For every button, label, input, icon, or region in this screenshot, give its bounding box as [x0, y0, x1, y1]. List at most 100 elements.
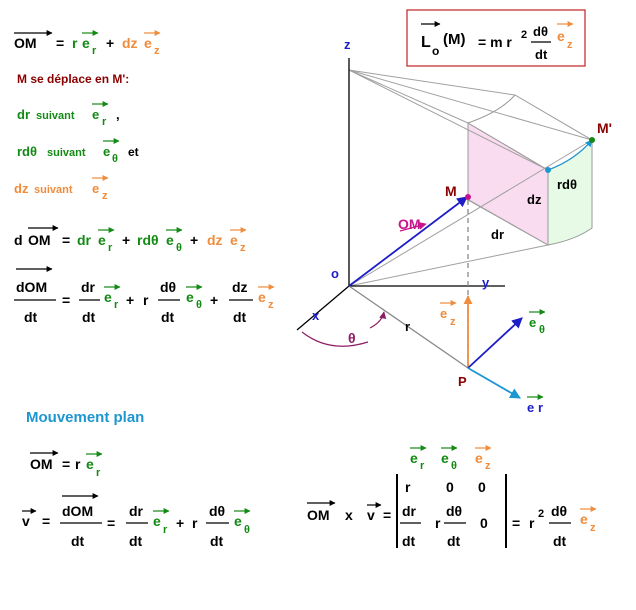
m-label: M — [445, 183, 457, 199]
unit-vector-ez-p: e — [440, 306, 447, 321]
m22-r: r — [435, 515, 441, 531]
rdtheta-coef: rdθ — [137, 232, 159, 248]
point-m — [465, 194, 471, 200]
exponent-2: 2 — [538, 508, 544, 520]
line-op — [348, 285, 469, 369]
line-dz-ez: dz suivant e z — [14, 175, 109, 202]
sub-z: z — [450, 316, 456, 328]
unit-vector-er: e — [153, 513, 161, 529]
sub-r: r — [538, 400, 543, 415]
v-label: v — [22, 513, 30, 529]
eq-dom: d OM = dr e r + rdθ e θ + dz e z — [14, 225, 247, 254]
r-label: r — [405, 319, 410, 334]
sub-theta: θ — [176, 242, 182, 254]
om-label: OM — [30, 456, 53, 472]
dt-denominator: dt — [210, 533, 224, 549]
dt-denominator: dt — [71, 533, 85, 549]
om-arrow-tick — [399, 222, 427, 232]
unit-vector-er: e — [92, 107, 99, 122]
section-title: Mouvement plan — [26, 409, 144, 426]
moves-line: M se déplace en M': — [17, 72, 129, 86]
r-coef: r — [75, 456, 81, 472]
vector-er — [467, 367, 521, 399]
unit-vector-er: e — [82, 35, 90, 51]
dz-coef: dz — [122, 35, 138, 51]
unit-vector-er: e — [86, 456, 94, 472]
unit-vector-etheta: e — [166, 232, 174, 248]
vector-etheta — [467, 317, 523, 369]
sub-theta: θ — [112, 153, 118, 165]
unit-vector-etheta: e — [234, 513, 242, 529]
equals: = — [42, 513, 50, 529]
eq-dom-dt: dOM dt = dr dt e r + r dθ dt e θ + dz dt… — [14, 266, 275, 325]
equals: = — [56, 35, 64, 51]
m21-den: dt — [402, 533, 416, 549]
unit-vector-ez: e — [258, 289, 266, 305]
dtheta-numerator: dθ — [160, 279, 176, 295]
r-coef: r — [143, 292, 149, 308]
dz-coef: dz — [207, 232, 223, 248]
dt-denominator: dt — [553, 533, 567, 549]
sub-theta: θ — [244, 524, 250, 536]
eq-om-plane: OM = r e r — [30, 450, 103, 479]
v-label: v — [367, 507, 375, 523]
sub-z: z — [590, 522, 596, 534]
dr-label: dr — [17, 107, 30, 122]
sub-z: z — [240, 242, 246, 254]
guide-lines — [348, 69, 593, 287]
plus: + — [190, 232, 198, 248]
om-label: OM — [398, 216, 421, 232]
sub-r: r — [163, 524, 168, 536]
axis-z-label: z — [344, 37, 351, 52]
arc-theta-lower — [301, 331, 369, 347]
sub-r: r — [108, 242, 113, 254]
dtheta-numerator: dθ — [551, 503, 567, 519]
unit-vector-etheta-p: e — [529, 315, 536, 330]
dr-numerator: dr — [81, 279, 96, 295]
m-prime-label: M' — [597, 120, 612, 136]
arc-theta-upper — [369, 311, 387, 329]
sub-r: r — [92, 45, 97, 57]
sub-theta: θ — [539, 324, 545, 336]
equals: = — [62, 292, 70, 308]
suivant-label: suivant — [36, 110, 75, 122]
plus: + — [126, 292, 134, 308]
point-rdtheta — [545, 167, 551, 173]
sub-z: z — [567, 39, 573, 51]
m23: 0 — [480, 515, 488, 531]
sub-z: z — [102, 190, 108, 202]
plus: + — [106, 35, 114, 51]
dt-denominator: dt — [233, 309, 247, 325]
dt-denominator: dt — [161, 309, 175, 325]
unit-vector-ez: e — [580, 511, 588, 527]
equals: = — [512, 515, 520, 531]
comma: , — [116, 107, 120, 122]
unit-vector-ez: e — [144, 35, 152, 51]
dz-label: dz — [14, 181, 29, 196]
plus: + — [176, 515, 184, 531]
unit-vector-ez: e — [230, 232, 238, 248]
rdtheta-label: rdθ — [557, 177, 577, 192]
r-coef: r — [529, 515, 535, 531]
r-coef: r — [192, 515, 198, 531]
unit-vector-etheta: e — [186, 289, 194, 305]
equals: = — [62, 232, 70, 248]
cross-sign: x — [345, 507, 353, 523]
eq-cross-product: e r e θ e z OM x v = r 0 0 dr dt r dθ dt… — [307, 445, 597, 549]
line-rdtheta-etheta: rdθ suivant e θ et — [17, 138, 139, 165]
sub-theta: θ — [451, 460, 457, 472]
om-label: OM — [14, 35, 37, 51]
om-label: OM — [28, 232, 51, 248]
sub-r: r — [102, 116, 107, 128]
arc-rdtheta — [547, 139, 593, 171]
m-arg: (M) — [443, 31, 466, 48]
dz-numerator: dz — [232, 279, 248, 295]
unit-vector-ez: e — [557, 28, 565, 44]
dt-denominator: dt — [535, 47, 548, 62]
unit-vector-etheta: e — [103, 144, 110, 159]
d-label: d — [14, 232, 23, 248]
sub-z: z — [154, 45, 160, 57]
eq-velocity: v = dOM dt = dr dt e r + r dθ dt e θ — [22, 493, 251, 549]
plus: + — [210, 292, 218, 308]
